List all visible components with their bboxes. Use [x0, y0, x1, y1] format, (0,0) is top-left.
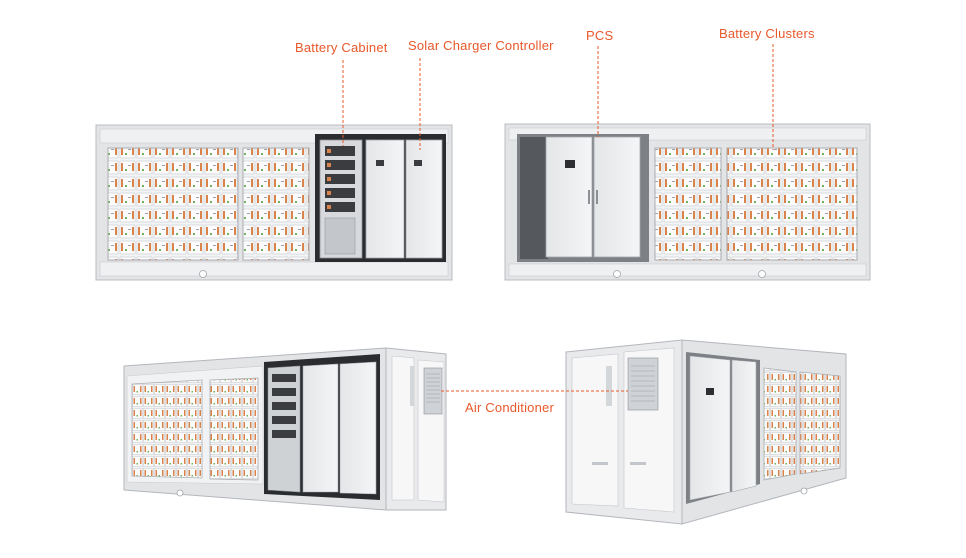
- callout-leader-lines: [342, 44, 774, 392]
- solar-charger-cabinet: [339, 361, 377, 495]
- air-conditioner-unit: [627, 357, 659, 411]
- label-battery-cabinet: Battery Cabinet: [295, 40, 388, 55]
- pcs-cabinet-door: [593, 136, 641, 258]
- battery-rack: [131, 379, 203, 479]
- label-battery-clusters: Battery Clusters: [719, 26, 815, 41]
- battery-cabinet: [267, 365, 301, 493]
- container-front-left: [95, 124, 453, 281]
- pcs-cabinet-door: [689, 355, 731, 501]
- solar-charger-cabinet: [365, 139, 405, 259]
- battery-cluster: [799, 371, 841, 475]
- label-air-conditioner: Air Conditioner: [465, 400, 554, 415]
- pcs-cabinet-door: [545, 136, 593, 258]
- pcs-display: [565, 160, 575, 168]
- battery-cluster: [763, 367, 797, 481]
- pcs-cabinet-door: [731, 359, 757, 493]
- solar-charger-cabinet: [405, 139, 443, 259]
- battery-cluster: [726, 147, 858, 261]
- label-pcs: PCS: [586, 28, 614, 43]
- battery-cluster: [654, 147, 722, 261]
- container-perspective-right: [565, 339, 847, 525]
- battery-rack: [242, 147, 310, 261]
- container-front-right: [504, 123, 871, 281]
- label-solar-charger-controller: Solar Charger Controller: [408, 38, 554, 53]
- pcs-display: [706, 388, 714, 395]
- solar-charger-cabinet: [302, 363, 339, 493]
- battery-rack: [107, 147, 239, 261]
- container-perspective-left: [123, 347, 447, 511]
- air-conditioner-unit: [423, 367, 443, 415]
- battery-rack: [209, 377, 259, 481]
